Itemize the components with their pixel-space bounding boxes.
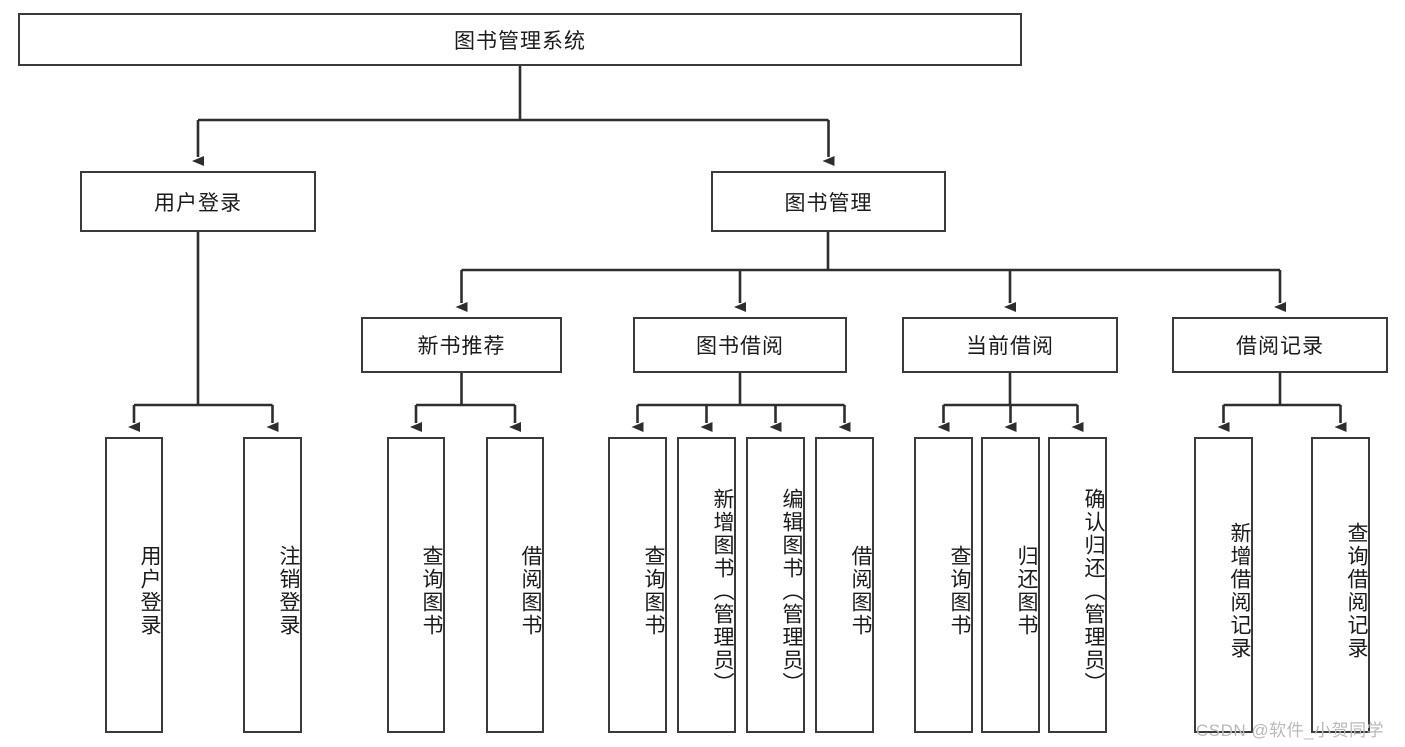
node-label: 注销登录 (277, 545, 300, 637)
node-leaf-return-book[interactable]: 归还图书 (981, 437, 1040, 733)
node-leaf-add-record[interactable]: 新增借阅记录 (1194, 437, 1253, 733)
node-new-book-recommend[interactable]: 新书推荐 (361, 317, 562, 373)
node-label: 借阅记录 (1236, 335, 1324, 358)
node-label: 归还图书 (1015, 545, 1038, 637)
node-borrow-record[interactable]: 借阅记录 (1172, 317, 1388, 373)
node-label: 确认归还（管理员） (1082, 487, 1105, 695)
node-label: 借阅图书 (519, 545, 542, 637)
node-leaf-edit-book[interactable]: 编辑图书（管理员） (746, 437, 805, 733)
node-label: 编辑图书（管理员） (780, 487, 803, 695)
node-label: 查询借阅记录 (1345, 522, 1368, 660)
node-leaf-query-record[interactable]: 查询借阅记录 (1311, 437, 1370, 733)
node-label: 用户登录 (138, 545, 161, 637)
node-leaf-user-logout[interactable]: 注销登录 (243, 437, 302, 733)
node-label: 查询图书 (420, 545, 443, 637)
node-label: 用户登录 (154, 191, 242, 215)
node-label: 查询图书 (642, 545, 665, 637)
node-user-login[interactable]: 用户登录 (80, 171, 316, 232)
node-label: 新增图书（管理员） (711, 487, 734, 695)
node-leaf-borrow-book[interactable]: 借阅图书 (815, 437, 874, 733)
node-label: 新增借阅记录 (1228, 522, 1251, 660)
node-leaf-query-book-cur[interactable]: 查询图书 (914, 437, 973, 733)
node-root[interactable]: 图书管理系统 (18, 13, 1022, 66)
node-leaf-query-book-borrow[interactable]: 查询图书 (608, 437, 667, 733)
node-label: 图书借阅 (696, 335, 784, 358)
node-label: 查询图书 (948, 545, 971, 637)
node-leaf-query-book-rec[interactable]: 查询图书 (387, 437, 445, 733)
node-label: 图书管理 (784, 191, 873, 215)
node-leaf-user-login[interactable]: 用户登录 (105, 437, 163, 733)
node-book-borrow[interactable]: 图书借阅 (633, 317, 847, 373)
node-label: 图书管理系统 (454, 29, 586, 53)
node-label: 当前借阅 (966, 335, 1054, 358)
node-leaf-borrow-book-rec[interactable]: 借阅图书 (486, 437, 544, 733)
node-leaf-confirm-return[interactable]: 确认归还（管理员） (1048, 437, 1107, 733)
csdn-watermark: CSDN @软件_小贺同学 (1196, 721, 1385, 740)
node-leaf-add-book[interactable]: 新增图书（管理员） (677, 437, 736, 733)
node-label: 新书推荐 (417, 335, 506, 358)
node-current-borrow[interactable]: 当前借阅 (902, 317, 1118, 373)
node-book-manage[interactable]: 图书管理 (711, 171, 946, 232)
node-label: 借阅图书 (849, 545, 872, 637)
